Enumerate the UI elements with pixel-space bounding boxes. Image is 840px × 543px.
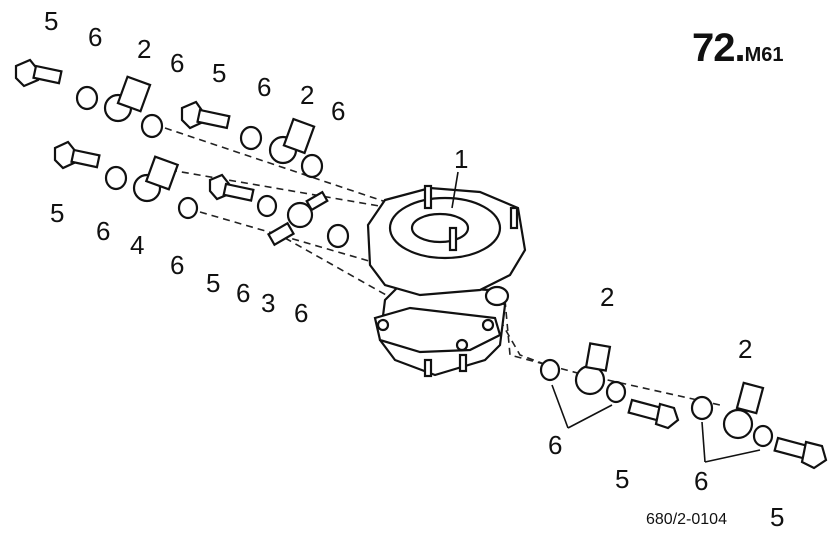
- callout-2b: 2: [300, 80, 314, 110]
- banjo-bolt-5a: [14, 58, 63, 88]
- callout-5f: 5: [770, 502, 784, 532]
- valve-flange: [373, 306, 502, 354]
- callout-6d: 6: [331, 96, 345, 126]
- callout-1: 1: [454, 144, 468, 174]
- washer-6f: [177, 196, 199, 220]
- washer-6c: [239, 125, 263, 151]
- washer-6i-a: [539, 358, 561, 382]
- callout-5d: 5: [206, 268, 220, 298]
- callout-5a: 5: [44, 6, 58, 36]
- tee-fitting-3: [266, 190, 329, 247]
- washer-6e: [104, 165, 128, 191]
- banjo-fitting-2c: [574, 342, 612, 396]
- banjo-fitting-2d: [722, 381, 765, 440]
- banjo-bolt-5b: [180, 100, 231, 130]
- callout-2c: 2: [600, 282, 614, 312]
- valve-cap-top: [410, 212, 470, 244]
- banjo-fitting-2b: [268, 117, 316, 165]
- washer-6g: [256, 194, 278, 218]
- banjo-fitting-4: [132, 155, 180, 203]
- leader-6i-a: [551, 384, 569, 429]
- assembly-line-top: [164, 127, 396, 206]
- stud-1: [423, 184, 433, 210]
- callout-3: 3: [261, 288, 275, 318]
- flange-bolt-3: [481, 318, 495, 332]
- assembly-line-lower: [199, 211, 401, 271]
- drawing-id: 680/2-0104: [646, 511, 727, 528]
- banjo-fitting-2a: [103, 75, 152, 123]
- callout-6c: 6: [257, 72, 271, 102]
- assembly-line-bottom: [284, 237, 396, 301]
- flange-bolt-2: [455, 338, 469, 352]
- leader-lines: [451, 171, 761, 463]
- washer-6j-a: [690, 395, 714, 421]
- leader-6j-a: [701, 421, 706, 463]
- page-number-suffix: M61: [744, 44, 784, 66]
- callout-5e: 5: [615, 464, 629, 494]
- washer-6d: [300, 153, 324, 179]
- washer-6a: [75, 85, 99, 111]
- callout-4: 4: [130, 230, 144, 260]
- callout-6e: 6: [96, 216, 110, 246]
- flange-bolt-1: [376, 318, 390, 332]
- assembly-line-right-a: [504, 299, 721, 406]
- washer-6j-b: [752, 424, 774, 448]
- stud-3: [448, 226, 458, 252]
- callout-2a: 2: [137, 34, 151, 64]
- callout-6i: 6: [548, 430, 562, 460]
- callout-6j: 6: [694, 466, 708, 496]
- leader-1: [451, 171, 459, 209]
- callout-6a: 6: [88, 22, 102, 52]
- assembly-line-middle: [169, 169, 421, 214]
- callout-5c: 5: [50, 198, 64, 228]
- page-number: 72.M61: [692, 26, 784, 71]
- washer-6h: [326, 223, 350, 249]
- banjo-bolt-5d: [208, 173, 255, 202]
- mount-stud-2: [458, 353, 468, 373]
- washer-6i-b: [605, 380, 627, 404]
- callout-6b: 6: [170, 48, 184, 78]
- callout-6f: 6: [170, 250, 184, 280]
- banjo-bolt-5f: [773, 436, 828, 470]
- valve-body: [366, 184, 527, 378]
- callouts: 5 6 2 6 5 6 2 6 1 5 6 4 6 5 6 3 6 2 6 5 …: [44, 6, 784, 532]
- callout-2d: 2: [738, 334, 752, 364]
- valve-port-front: [484, 285, 510, 307]
- banjo-bolt-5c: [53, 140, 101, 170]
- page-number-main: 72.: [692, 26, 746, 70]
- banjo-bolt-5e: [627, 398, 680, 430]
- callout-6h: 6: [294, 298, 308, 328]
- leader-6j-b: [704, 449, 761, 463]
- mount-stud-1: [423, 358, 433, 378]
- assembly-lines: [164, 127, 721, 406]
- leader-6i-b: [567, 404, 613, 429]
- washer-6b: [140, 113, 164, 139]
- stud-2: [509, 206, 519, 230]
- callout-6g: 6: [236, 278, 250, 308]
- callout-5b: 5: [212, 58, 226, 88]
